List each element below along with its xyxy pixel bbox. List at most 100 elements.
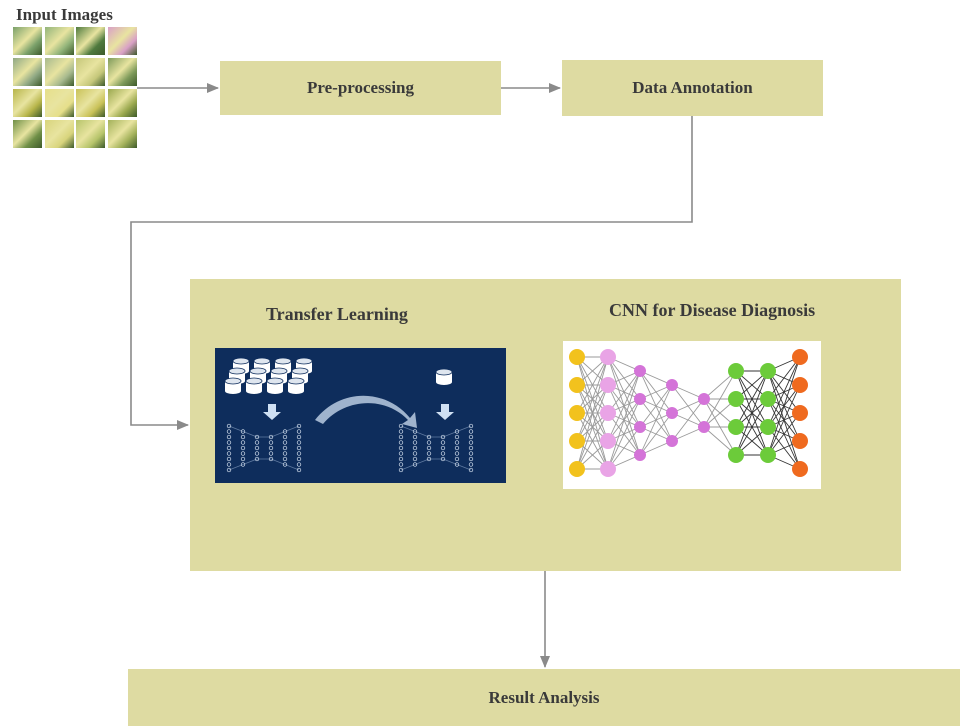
source-network-node	[282, 434, 288, 440]
database-icon-top	[245, 377, 263, 385]
preprocessing-box: Pre-processing	[220, 61, 501, 115]
input-image-thumbnail	[76, 120, 105, 148]
database-icon-top	[228, 367, 246, 375]
input-image-thumbnail	[13, 89, 42, 117]
target-network-node	[468, 467, 474, 473]
source-network-node	[296, 434, 302, 440]
input-image-thumbnail	[13, 120, 42, 148]
source-network-node	[226, 462, 232, 467]
cnn-node	[600, 377, 616, 393]
source-network-node	[240, 462, 246, 467]
input-image-thumbnail	[107, 89, 137, 117]
source-network-node	[226, 445, 232, 451]
target-network-node	[440, 456, 446, 462]
input-image-thumbnail	[44, 58, 74, 86]
target-network-node	[454, 462, 460, 467]
target-network-node	[398, 445, 404, 451]
database-icon-top	[253, 357, 271, 365]
cnn-node	[569, 433, 585, 449]
database-icon-top	[270, 367, 288, 375]
source-network-node	[296, 456, 302, 462]
source-network-node	[226, 456, 232, 462]
target-network-node	[398, 451, 404, 456]
cnn-node	[600, 405, 616, 421]
target-network-node	[454, 451, 460, 456]
source-network-node	[282, 429, 288, 434]
target-network-node	[468, 434, 474, 440]
input-image-thumbnail	[107, 27, 137, 55]
target-network-node	[440, 440, 446, 445]
source-network-node	[282, 440, 288, 445]
source-network-node	[268, 451, 274, 456]
source-network-node	[240, 434, 246, 440]
cnn-illustration	[563, 341, 821, 489]
cnn-node	[569, 405, 585, 421]
source-network-node	[268, 434, 274, 440]
cnn-connection	[735, 370, 769, 456]
result-analysis-label: Result Analysis	[488, 687, 600, 707]
cnn-title: CNN for Disease Diagnosis	[609, 300, 816, 320]
cnn-node	[760, 363, 776, 379]
cnn-node	[634, 393, 646, 405]
database-icon-bottom	[246, 388, 262, 394]
source-network-node	[296, 429, 302, 434]
database-icon-top	[287, 377, 305, 385]
input-image-thumbnail	[76, 89, 105, 117]
input-image-thumbnail	[76, 58, 105, 86]
source-network-node	[226, 451, 232, 456]
source-network-node	[240, 429, 246, 434]
target-network-node	[398, 440, 404, 445]
target-network-node	[468, 451, 474, 456]
target-network-node	[398, 462, 404, 467]
source-network-node	[268, 456, 274, 462]
database-icon-top	[266, 377, 284, 385]
cnn-node	[634, 449, 646, 461]
cnn-node	[760, 447, 776, 463]
target-network-node	[426, 434, 432, 440]
cnn-node	[728, 447, 744, 463]
transfer-learning-title: Transfer Learning	[266, 304, 408, 324]
cnn-node	[634, 421, 646, 433]
cnn-node	[728, 391, 744, 407]
input-image-thumbnail	[107, 120, 137, 148]
database-icon-bottom	[436, 379, 452, 385]
target-network-node	[412, 440, 418, 445]
database-icon-top	[291, 367, 309, 375]
source-network-node	[254, 456, 260, 462]
input-image-grid	[13, 27, 137, 148]
source-network-node	[254, 445, 260, 451]
down-arrow-icon	[436, 404, 454, 420]
cnn-connection	[703, 370, 737, 428]
cnn-connection	[767, 384, 801, 456]
target-network-node	[454, 434, 460, 440]
source-network-node	[268, 440, 274, 445]
database-icon-top	[224, 377, 242, 385]
input-image-thumbnail	[13, 27, 42, 55]
target-network-node	[468, 429, 474, 434]
cnn-connection	[607, 426, 641, 470]
source-network-edge	[228, 425, 300, 438]
target-network-node	[454, 445, 460, 451]
cnn-node	[792, 377, 808, 393]
cnn-node	[698, 421, 710, 433]
source-network-node	[268, 445, 274, 451]
cnn-connection	[767, 412, 801, 456]
cnn-node	[698, 393, 710, 405]
source-network-node	[226, 467, 232, 473]
source-network-node	[296, 445, 302, 451]
cnn-node	[792, 461, 808, 477]
target-network-node	[468, 440, 474, 445]
database-icon-top	[295, 357, 313, 365]
target-network-node	[454, 456, 460, 462]
target-network-node	[468, 462, 474, 467]
input-image-thumbnail	[107, 58, 137, 86]
target-network-node	[412, 451, 418, 456]
target-network-node	[398, 467, 404, 473]
target-network-node	[398, 456, 404, 462]
input-images-title: Input Images	[16, 5, 113, 24]
target-network-node	[412, 429, 418, 434]
source-network-node	[282, 462, 288, 467]
cnn-node	[600, 461, 616, 477]
cnn-connection	[767, 356, 801, 456]
input-image-thumbnail	[44, 89, 74, 117]
